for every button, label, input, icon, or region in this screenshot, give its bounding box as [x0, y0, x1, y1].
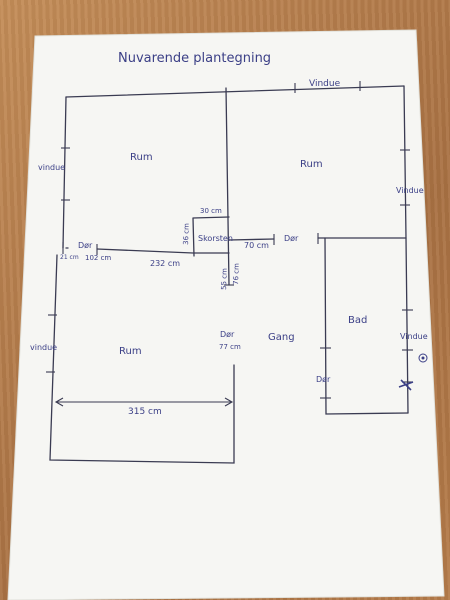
dim-315: 315 cm — [128, 407, 162, 417]
lower-room-outline — [49, 254, 235, 464]
dim-30: 30 cm — [200, 207, 222, 215]
label-vindue-left-upper: vindue — [38, 163, 65, 172]
label-rum-top-right: Rum — [300, 159, 323, 170]
label-dor-mid-right: Dør — [284, 234, 299, 243]
top-wall — [65, 85, 405, 98]
dim-55: 55 cm — [220, 268, 229, 290]
label-bad: Bad — [348, 315, 367, 326]
dim-21: 21 cm — [60, 254, 79, 261]
dim-76: 76 cm — [232, 263, 241, 285]
wall-ticks — [46, 81, 413, 399]
label-vindue-right-lower: Vindue — [400, 332, 428, 341]
dim-232: 232 cm — [150, 259, 180, 268]
dimension-arrow-315 — [54, 397, 234, 407]
mid-wall — [96, 248, 230, 254]
label-rum-top-left: Rum — [130, 152, 153, 163]
paper-sheet — [7, 29, 445, 600]
dim-36: 36 cm — [182, 223, 191, 245]
label-rum-bottom: Rum — [119, 346, 142, 357]
label-dor-bad: Dør — [316, 375, 331, 384]
label-dor-gang: Dør — [220, 330, 235, 339]
center-wall — [225, 87, 230, 286]
wall-to-door — [228, 238, 275, 241]
label-vindue-right-upper: Vindue — [396, 186, 424, 195]
label-dor-left: Dør — [78, 241, 93, 250]
bad-window-scribble — [398, 353, 428, 391]
left-wall-upper — [62, 96, 67, 249]
label-vindue-top: Vindue — [309, 79, 341, 89]
dim-102: 102 cm — [85, 254, 111, 262]
label-gang: Gang — [268, 332, 295, 343]
bad-outline — [324, 237, 409, 415]
plan-title: Nuvarende plantegning — [118, 51, 271, 66]
label-skorsten: Skorsten — [198, 234, 233, 243]
label-vindue-left-lower: vindue — [30, 343, 57, 352]
dim-70: 70 cm — [244, 241, 269, 250]
skorsten-box — [192, 216, 230, 257]
dim-77: 77 cm — [219, 343, 241, 351]
